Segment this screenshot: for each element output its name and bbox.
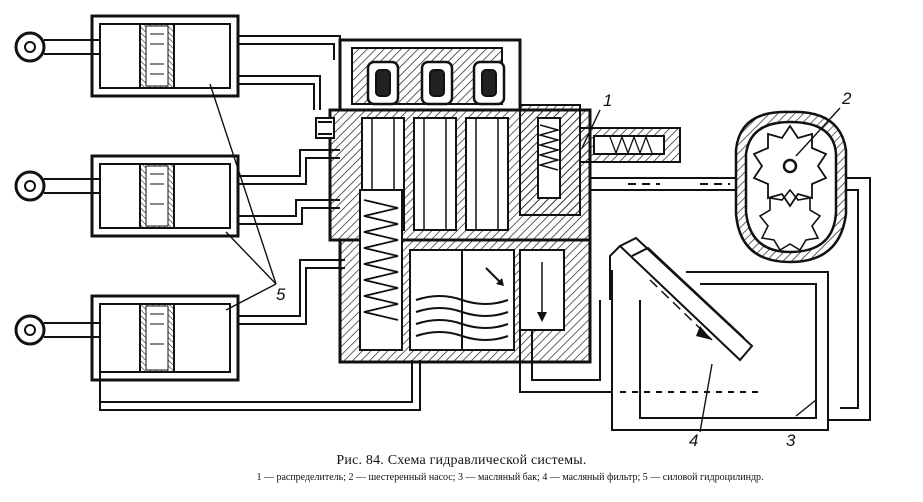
figure-caption-title: Рис. 84. Схема гидравлической системы.	[336, 453, 587, 468]
callout-5: 5	[276, 285, 286, 304]
gear-pump	[734, 110, 848, 264]
distributor-lower-block	[338, 189, 592, 364]
figure-caption-legend: 1 — распределитель; 2 — шестеренный насо…	[256, 472, 764, 483]
callout-3: 3	[786, 431, 796, 450]
pressure-and-return-lines	[519, 177, 871, 421]
hydraulic-system-diagram: 1 2 3 4 5	[14, 14, 871, 450]
oil-filter	[609, 236, 754, 362]
hydraulic-cylinder-top	[14, 14, 240, 98]
oil-tank	[611, 270, 829, 431]
callout-leaders	[209, 83, 841, 433]
callout-1: 1	[603, 91, 612, 110]
hydraulic-cylinder-bottom	[14, 294, 240, 382]
hydraulic-cylinder-middle	[14, 154, 240, 238]
callout-2: 2	[841, 89, 852, 108]
callout-4: 4	[689, 431, 698, 450]
